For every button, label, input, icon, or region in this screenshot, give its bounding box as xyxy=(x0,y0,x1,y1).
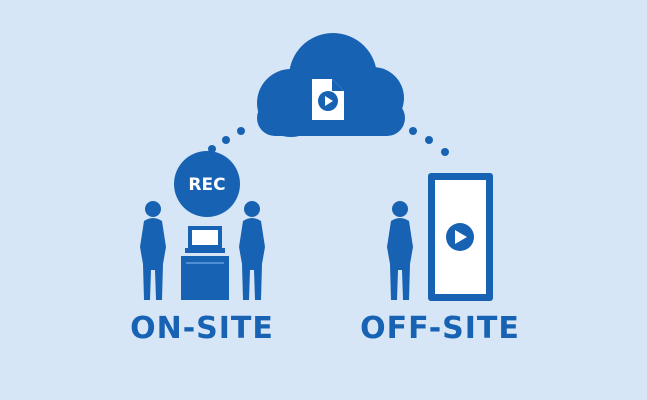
onsite-label: ON-SITE xyxy=(130,311,274,346)
person-icon xyxy=(239,201,265,300)
laptop-icon xyxy=(185,226,225,253)
connector-dots-left xyxy=(208,127,245,153)
connector-dots-right xyxy=(409,127,449,156)
person-icon xyxy=(140,201,166,300)
play-icon xyxy=(455,230,467,244)
rec-badge-text: REC xyxy=(188,175,225,195)
play-icon xyxy=(325,96,333,106)
person-icon xyxy=(387,201,413,300)
podium-icon xyxy=(181,256,229,300)
video-file-icon xyxy=(312,79,344,120)
rec-badge: REC xyxy=(174,151,240,217)
offsite-label: OFF-SITE xyxy=(360,311,520,346)
display-screen-icon xyxy=(428,173,493,301)
